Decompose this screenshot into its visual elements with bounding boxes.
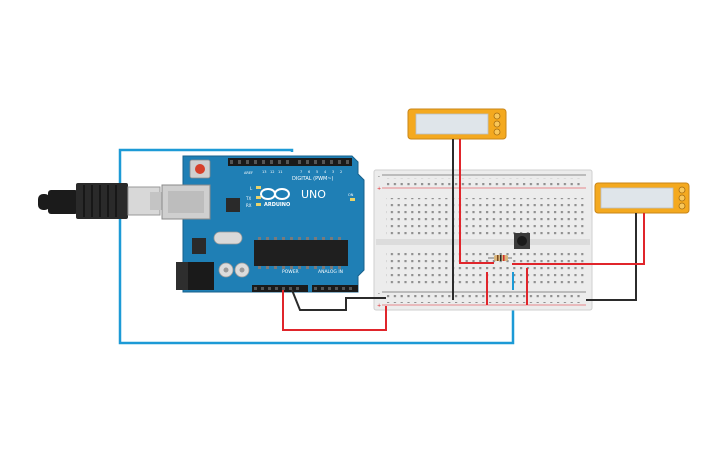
l-label: L [250,186,253,191]
lcd-display-top[interactable] [407,108,507,140]
digital-header [228,158,352,166]
rail-minus-top: - [378,174,380,180]
arduino-logo-icon [260,188,290,200]
svg-text:5: 5 [316,170,318,174]
model-label: UNO [301,188,326,201]
tx-led [256,196,261,199]
l-led [256,186,261,189]
tx-label: TX [245,196,251,201]
on-led [350,198,355,201]
atmega-chip [254,240,348,266]
wire-red-5v[interactable] [282,290,387,331]
voltage-regulator [192,238,206,254]
breadboard[interactable]: + - + - [373,169,593,311]
rx-led [256,203,261,206]
power-label: POWER [282,269,299,275]
wire-blue[interactable] [118,148,515,345]
wire-black-gnd[interactable] [291,289,386,311]
wire-red-right-display[interactable] [512,213,645,265]
digital-label: DIGITAL (PWM~) [292,176,334,182]
svg-text:11: 11 [278,170,282,174]
svg-text:7: 7 [300,170,302,174]
rx-label: RX [246,203,252,208]
on-label: ON [348,193,354,197]
power-header [252,285,308,292]
lcd-display-right[interactable] [594,182,690,214]
crystal [213,231,243,245]
svg-text:4: 4 [324,170,327,174]
wire-red-top-display[interactable] [459,139,494,264]
usb-cable [38,183,162,219]
svg-text:12: 12 [270,170,274,174]
arduino-logo-text: ARDUINO [264,202,290,208]
capacitors [218,262,250,278]
usb-chip [226,198,240,212]
wire-black-right-display[interactable] [586,213,637,301]
svg-text:6: 6 [308,170,310,174]
rail-minus-bottom: - [378,291,380,297]
svg-text:3: 3 [332,170,334,174]
analog-label: ANALOG IN [318,269,343,275]
push-button[interactable] [514,233,530,249]
svg-text:2: 2 [340,170,342,174]
rail-plus-bottom: + [377,303,381,309]
resistor[interactable] [488,255,512,261]
svg-text:13: 13 [262,170,266,174]
aref-label: AREF [244,171,253,175]
rail-plus-top: + [377,186,381,192]
